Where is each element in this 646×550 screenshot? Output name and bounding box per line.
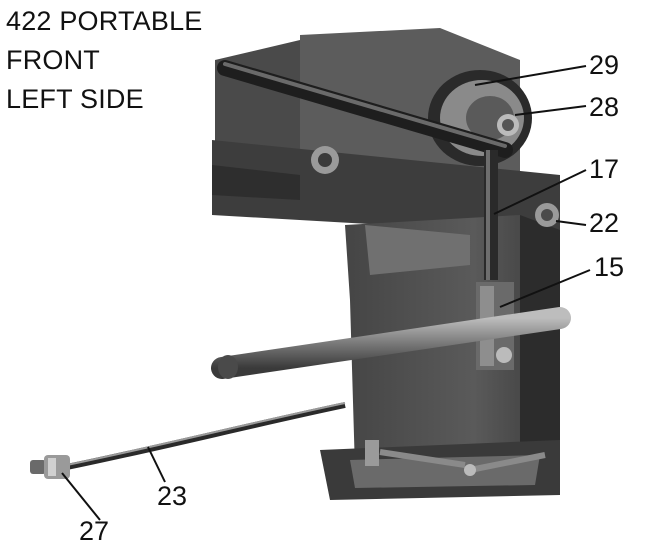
- callout-15: 15: [594, 252, 625, 282]
- leader-27: [61, 472, 101, 521]
- callout-17: 17: [589, 154, 620, 184]
- callout-22: 22: [589, 208, 620, 238]
- leader-22: [555, 220, 587, 226]
- end-fitting-cap: [30, 460, 46, 474]
- leader-29: [474, 65, 587, 86]
- title-line-2: FRONT: [6, 45, 100, 75]
- leader-23: [147, 446, 166, 483]
- front-apron: [365, 225, 470, 275]
- title-line-3: LEFT SIDE: [6, 84, 144, 114]
- callout-28: 28: [589, 92, 620, 122]
- leader-15: [499, 269, 591, 308]
- title-line-1: 422 PORTABLE: [6, 6, 203, 36]
- end-fitting: [44, 455, 70, 479]
- lever-bar: [211, 307, 571, 379]
- base-peg: [365, 440, 379, 466]
- top-handle-rod: [217, 60, 513, 158]
- leader-17: [493, 169, 587, 215]
- callout-27: 27: [79, 516, 110, 546]
- callout-29: 29: [589, 50, 620, 80]
- cable-rod: [61, 402, 346, 471]
- bed-rail: [212, 140, 560, 235]
- callout-23: 23: [157, 481, 188, 511]
- leader-28: [514, 105, 587, 116]
